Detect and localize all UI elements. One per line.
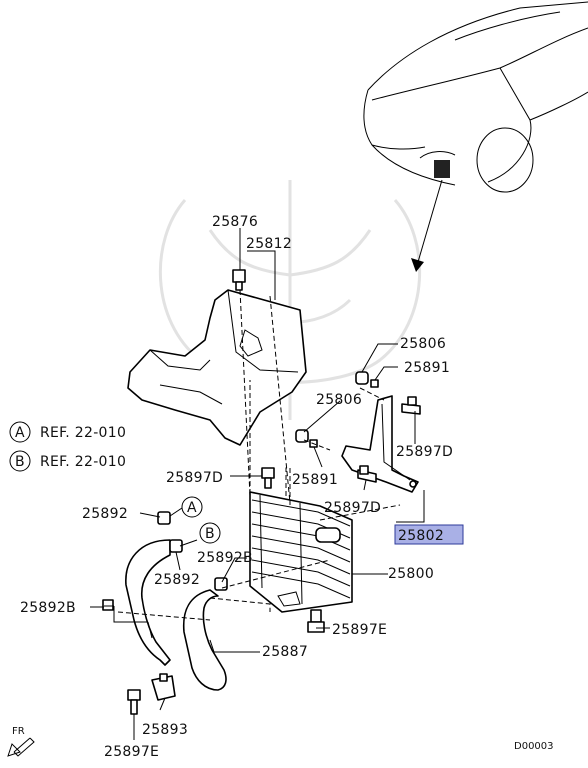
svg-text:A: A <box>187 500 197 516</box>
label-25897D-right: 25897D <box>396 444 453 460</box>
label-25806-top: 25806 <box>400 336 446 352</box>
label-25802[interactable]: 25802 <box>398 528 444 544</box>
label-25892B-left: 25892B <box>20 600 76 616</box>
oil-cooler <box>249 491 353 613</box>
grommet-25806-mid-icon <box>295 429 309 443</box>
ref-b-circle: B <box>15 454 25 470</box>
label-25892-a: 25892 <box>82 506 128 522</box>
leader-lines <box>90 228 425 740</box>
label-25897D-left: 25897D <box>166 470 223 486</box>
label-25893: 25893 <box>142 722 188 738</box>
callout-a: A <box>181 496 203 518</box>
label-25891-mid: 25891 <box>292 472 338 488</box>
svg-text:B: B <box>205 526 215 542</box>
ref-b-text: REF. 22-010 <box>40 454 126 470</box>
label-25897D-mid: 25897D <box>324 500 381 516</box>
bolt-25897D-mid-icon <box>357 465 377 483</box>
label-25806-mid: 25806 <box>316 392 362 408</box>
bolt-25897D-left-icon <box>261 467 275 489</box>
ref-a-circle: A <box>15 425 25 441</box>
front-direction-indicator: FR <box>7 726 35 757</box>
bolt-25897E-bottom-icon <box>127 689 141 715</box>
clamp-25892B-left-icon <box>102 599 114 611</box>
label-25800: 25800 <box>388 566 434 582</box>
fr-label: FR <box>12 726 25 737</box>
label-25891-top: 25891 <box>404 360 450 376</box>
label-25887: 25887 <box>262 644 308 660</box>
vehicle-outline-icon <box>363 1 588 272</box>
bolt-25897E-right-icon <box>307 609 325 633</box>
bolt-25897D-right-icon <box>401 396 421 415</box>
label-25897E-bottom: 25897E <box>104 744 159 760</box>
clamp-25892B-mid-icon <box>214 577 228 591</box>
grommet-25806-top-icon <box>355 371 369 385</box>
label-25812: 25812 <box>246 236 292 252</box>
label-25892B-mid: 25892B <box>197 550 253 566</box>
bracket-25893-icon <box>151 673 176 701</box>
label-25897E-right: 25897E <box>332 622 387 638</box>
ref-a-text: REF. 22-010 <box>40 425 126 441</box>
part-labels: 25876 25812 25806 25891 25806 25897D 258… <box>20 214 464 760</box>
diagram-code: D00003 <box>514 741 554 752</box>
oil-cooler-cover <box>127 289 307 446</box>
collar-25891-top-icon <box>370 379 379 388</box>
callout-b: B <box>199 522 221 544</box>
label-25892-b: 25892 <box>154 572 200 588</box>
clamp-25892-a-icon <box>157 511 171 525</box>
bolt-25876-icon <box>232 269 246 291</box>
label-25876: 25876 <box>212 214 258 230</box>
highlight-25802 <box>394 524 464 545</box>
reference-legend: A REF. 22-010 B REF. 22-010 <box>9 421 126 472</box>
hose-25887 <box>125 539 227 691</box>
front-arrow-icon <box>7 737 35 757</box>
